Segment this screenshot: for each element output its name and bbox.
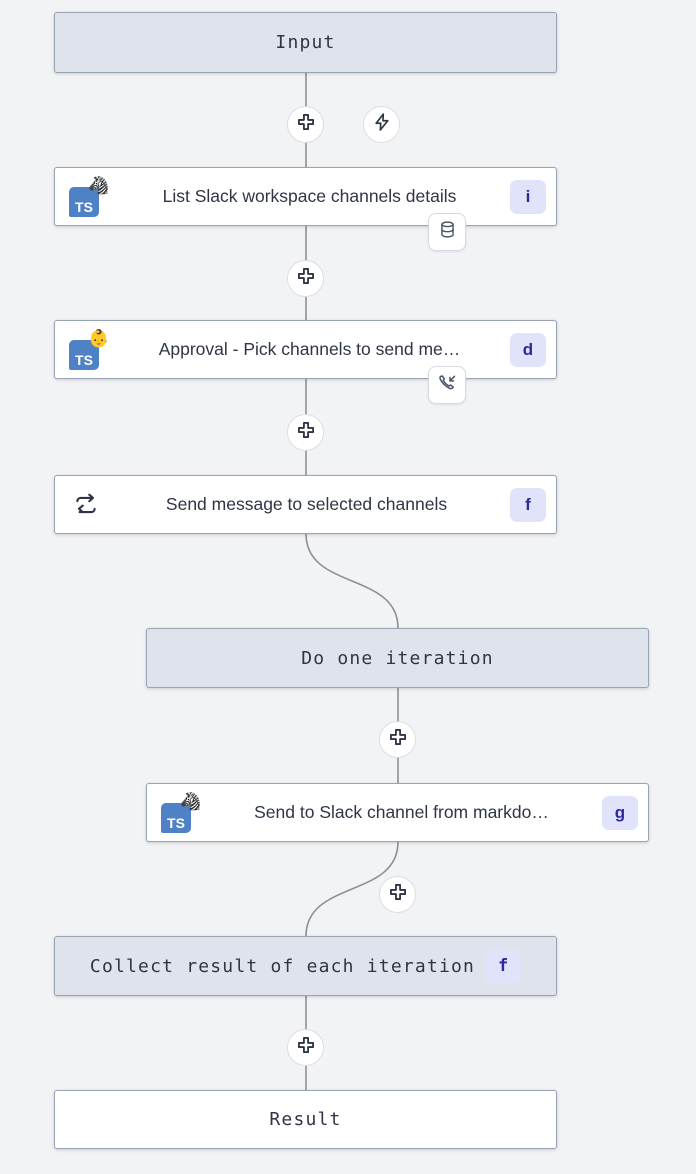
node-send-to-slack-markdown[interactable]: TS 🦓 Send to Slack channel from markdo… … — [146, 783, 649, 842]
typescript-icon: TS 👶 — [69, 328, 110, 370]
ts-badge-label: TS — [69, 186, 99, 217]
node-result[interactable]: Result — [54, 1090, 557, 1149]
node-send-message-selected-channels-label: Send message to selected channels — [165, 494, 448, 514]
loop-icon — [69, 488, 103, 522]
plus-icon — [296, 266, 316, 291]
node-approval-pick-channels-badge: d — [510, 332, 546, 367]
node-collect-result[interactable]: Collect result of each iteration f — [54, 936, 557, 996]
zebra-emoji-icon: 🦓 — [180, 791, 202, 811]
typescript-icon: TS 🦓 — [161, 791, 202, 833]
incoming-call-icon-button[interactable] — [428, 366, 466, 404]
add-step-button-after-approval[interactable] — [287, 414, 324, 451]
typescript-icon: TS 🦓 — [69, 175, 110, 217]
plus-icon — [388, 727, 408, 752]
node-send-message-selected-channels[interactable]: Send message to selected channels f — [54, 475, 557, 534]
add-step-button-after-collect-result[interactable] — [287, 1029, 324, 1066]
plus-icon — [296, 1035, 316, 1060]
add-step-button-after-send-to-slack[interactable] — [379, 876, 416, 913]
node-result-label: Result — [269, 1109, 342, 1130]
node-input[interactable]: Input — [54, 12, 557, 73]
node-input-label: Input — [275, 32, 336, 53]
database-icon — [438, 220, 457, 244]
ts-badge-label: TS — [161, 802, 191, 833]
node-approval-pick-channels-label: Approval - Pick channels to send me… — [158, 339, 461, 359]
incoming-call-icon — [437, 373, 457, 398]
node-approval-pick-channels[interactable]: TS 👶 Approval - Pick channels to send me… — [54, 320, 557, 379]
ts-badge-label: TS — [69, 339, 99, 370]
node-collect-result-label: Collect result of each iteration — [89, 955, 476, 977]
plus-icon — [296, 420, 316, 445]
node-do-one-iteration-label: Do one iteration — [301, 647, 494, 669]
add-step-button-after-list-channels[interactable] — [287, 260, 324, 297]
node-send-to-slack-markdown-label: Send to Slack channel from markdo… — [254, 802, 549, 822]
edge-send-message-selected-channels-to-do-one-iteration — [305, 533, 399, 629]
zebra-emoji-icon: 🦓 — [88, 175, 110, 195]
node-collect-result-badge: f — [485, 949, 522, 983]
node-list-slack-channels[interactable]: TS 🦓 List Slack workspace channels detai… — [54, 167, 557, 226]
add-step-button-after-do-one-iteration[interactable] — [379, 721, 416, 758]
plus-icon — [388, 882, 408, 907]
lightning-icon — [372, 112, 392, 137]
node-do-one-iteration[interactable]: Do one iteration — [146, 628, 649, 688]
node-send-to-slack-markdown-badge: g — [602, 795, 638, 830]
add-step-button-after-input[interactable] — [287, 106, 324, 143]
node-send-message-selected-channels-badge: f — [510, 487, 546, 522]
database-icon-button[interactable] — [428, 213, 466, 251]
baby-face-emoji-icon: 👶 — [88, 328, 110, 348]
add-trigger-button[interactable] — [363, 106, 400, 143]
plus-icon — [296, 112, 316, 137]
node-list-slack-channels-badge: i — [510, 179, 546, 214]
node-list-slack-channels-label: List Slack workspace channels details — [162, 186, 457, 206]
